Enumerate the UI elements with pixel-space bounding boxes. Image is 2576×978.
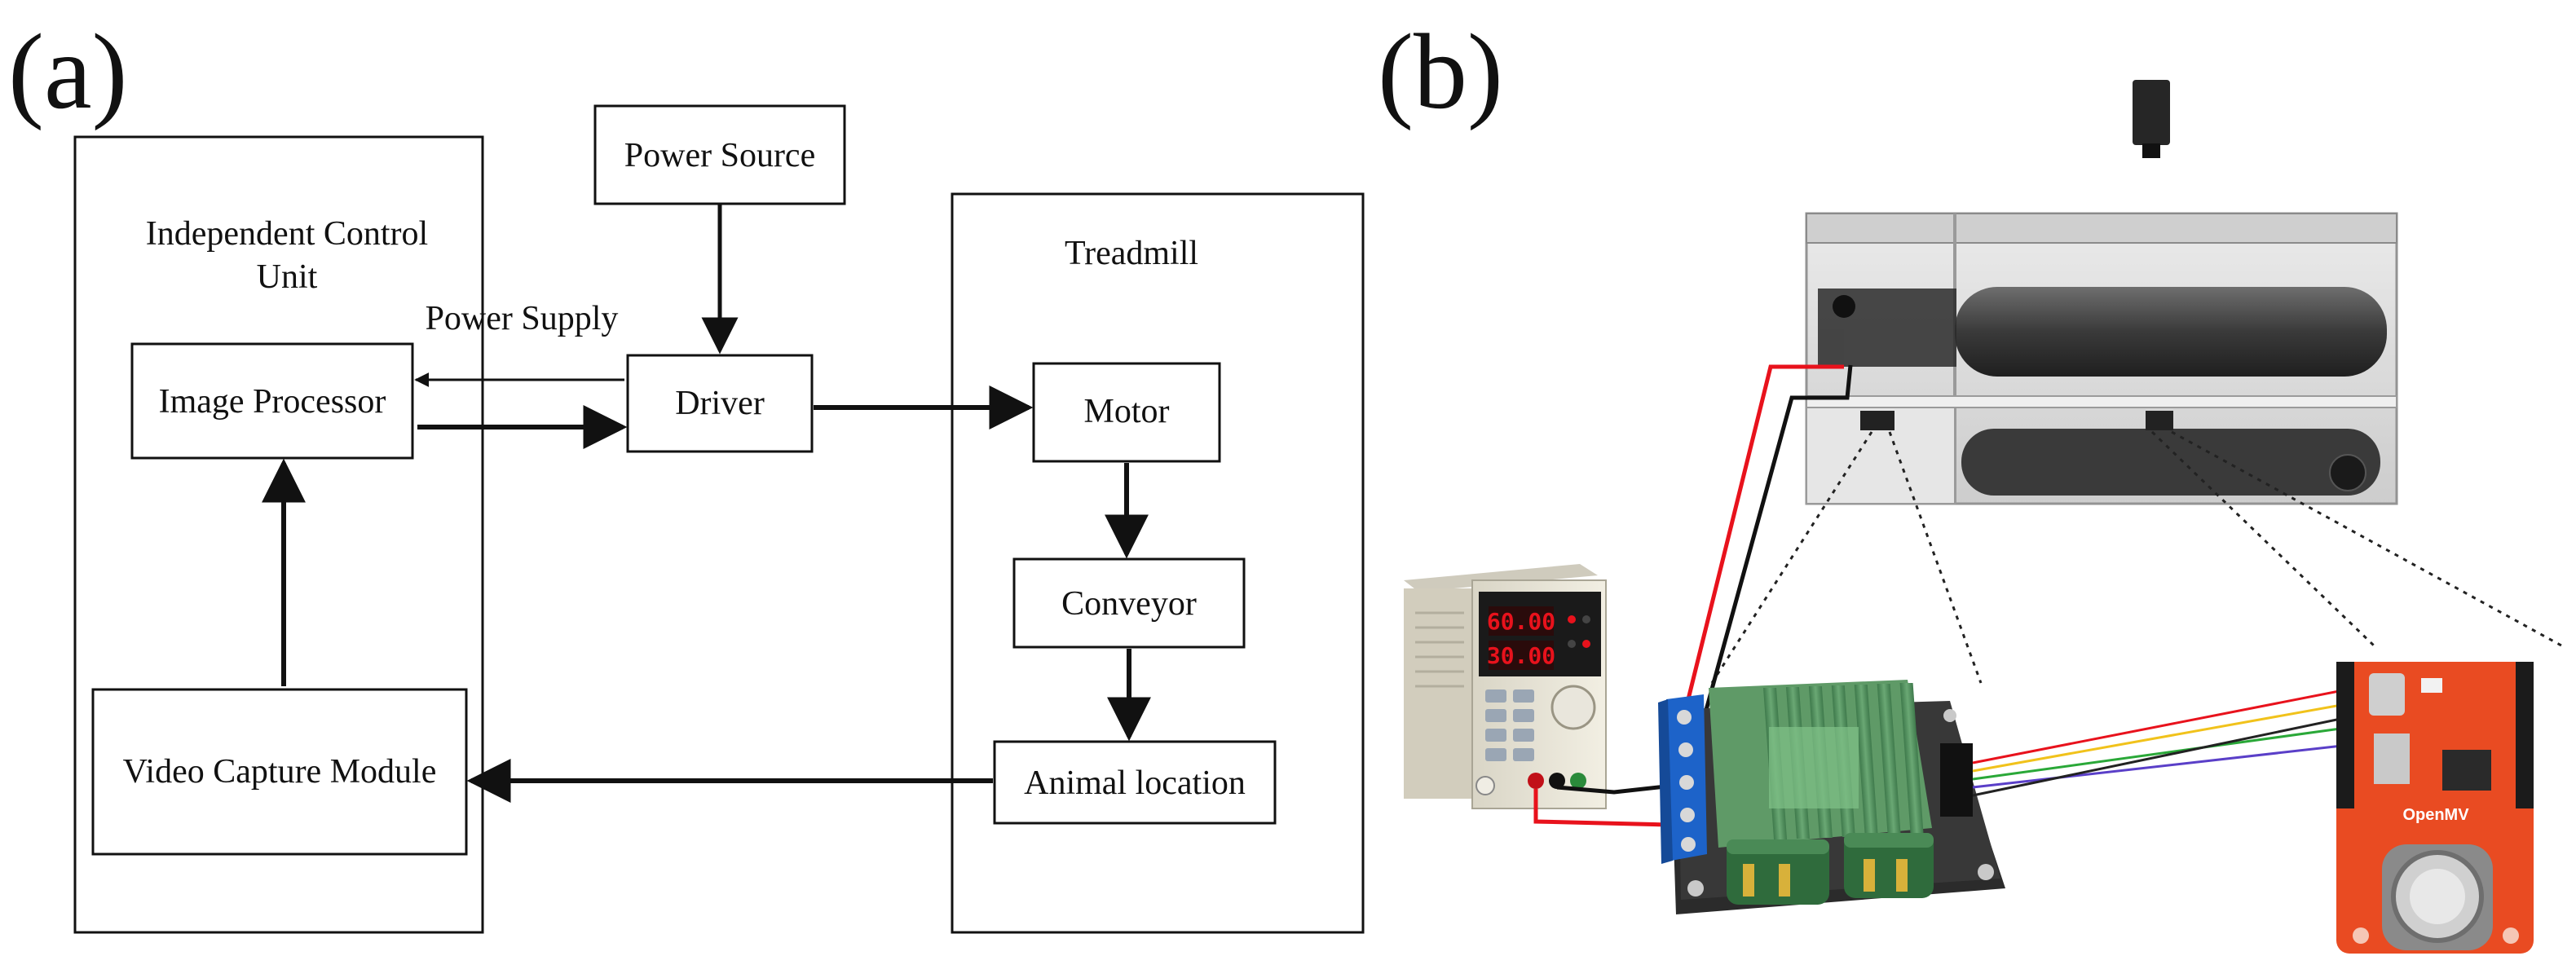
conveyor-belt-lower: [1961, 429, 2380, 496]
psu-current-readout: 30.00: [1487, 642, 1555, 669]
callout-lines: [1710, 430, 2562, 684]
node-conveyor: Conveyor: [1012, 557, 1246, 649]
openmv-usb-port: [2369, 673, 2405, 716]
motor-wire-black: [1701, 364, 1853, 720]
conveyor-belt-upper: [1955, 287, 2387, 377]
panel-b-label: (b): [1378, 11, 1503, 131]
driver-terminal-block: [1658, 694, 1707, 864]
control-unit-container: [73, 135, 484, 934]
node-animal-location: Animal location: [993, 740, 1277, 825]
treadmill-container: [951, 192, 1365, 934]
panel-b: (b): [1378, 11, 2562, 954]
psu-wire-black: [1556, 783, 1674, 795]
bench-power-supply: 60.00 30.00: [1404, 564, 1607, 809]
svg-text:Power Source: Power Source: [624, 137, 815, 174]
motor-wire-red: [1683, 364, 1844, 710]
panel-a: (a) Independent Control Unit Treadmill P…: [8, 11, 1365, 934]
treadmill-enclosure: [1805, 212, 2398, 505]
driver-capacitors: [1727, 833, 1934, 905]
treadmill-title: Treadmill: [1065, 235, 1198, 272]
node-image-processor: Image Processor: [130, 342, 414, 460]
psu-terminal-positive: [1528, 773, 1544, 789]
overhead-camera: [2133, 80, 2170, 158]
motor-driver-board: [1658, 680, 2005, 914]
signal-wires: [1972, 685, 2365, 797]
svg-text:Animal location: Animal location: [1024, 764, 1246, 802]
control-unit-title-line1: Independent Control: [146, 215, 428, 253]
psu-knob: [1550, 685, 1596, 730]
driver-signal-header: [1940, 743, 1973, 817]
psu-terminal-negative: [1549, 773, 1565, 789]
openmv-camera-board: OpenMV: [2336, 662, 2534, 954]
openmv-logo: OpenMV: [2402, 806, 2469, 824]
node-video-capture: Video Capture Module: [91, 688, 468, 856]
svg-text:Driver: Driver: [675, 385, 765, 422]
node-motor: Motor: [1032, 362, 1221, 463]
psu-voltage-readout: 60.00: [1487, 608, 1555, 635]
node-power-source: Power Source: [593, 104, 846, 205]
node-driver: Driver: [626, 354, 814, 453]
psu-keypad: [1485, 689, 1534, 761]
driver-heatsink: [1709, 680, 1932, 848]
panel-a-label: (a): [8, 11, 128, 131]
svg-text:Image Processor: Image Processor: [159, 383, 386, 421]
svg-text:Motor: Motor: [1084, 393, 1170, 430]
svg-text:Conveyor: Conveyor: [1061, 585, 1197, 623]
psu-wire-red: [1533, 789, 1669, 827]
edge-label-power-supply: Power Supply: [426, 300, 619, 337]
svg-text:Video Capture Module: Video Capture Module: [123, 753, 437, 791]
control-unit-title-line2: Unit: [257, 258, 318, 296]
